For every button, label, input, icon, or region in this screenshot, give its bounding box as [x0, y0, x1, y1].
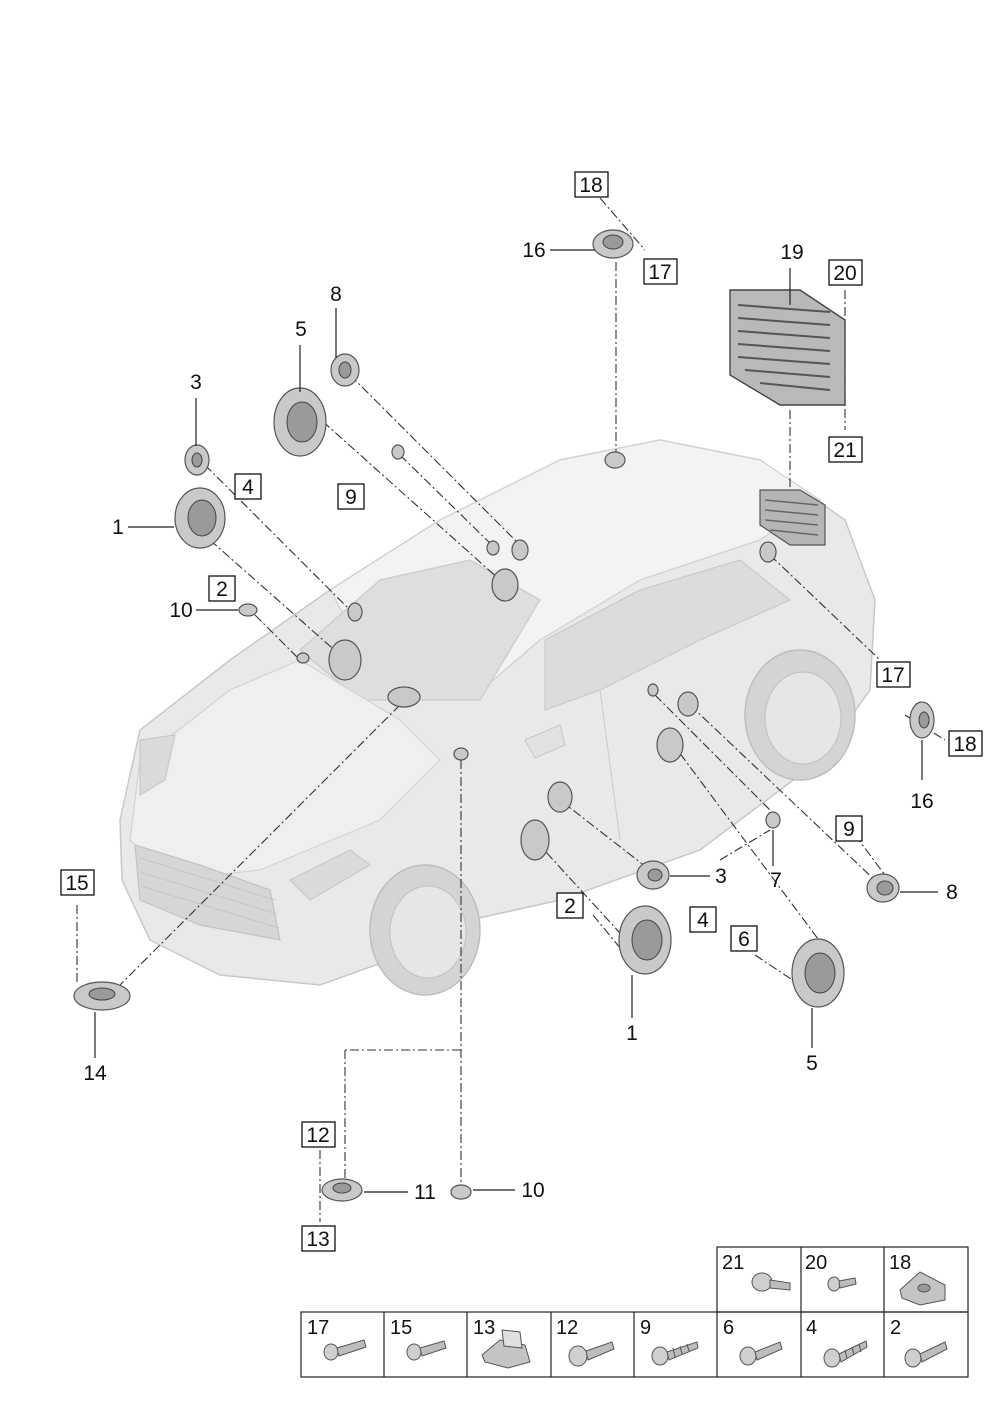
callout-18-top: 18 [579, 174, 602, 197]
callout-8-top: 8 [330, 283, 342, 306]
fastener-icon-2 [904, 1341, 948, 1368]
callout-9-right: 9 [843, 818, 855, 841]
fastener-label-13: 13 [473, 1317, 495, 1339]
fastener-label-15: 15 [390, 1317, 412, 1339]
fastener-icon-4 [823, 1340, 868, 1368]
callout-2-bottom: 2 [564, 895, 576, 918]
fastener-label-12: 12 [556, 1317, 578, 1339]
fastener-icon-6 [739, 1341, 783, 1366]
fastener-icon-21 [751, 1272, 791, 1292]
callout-10-bottom: 10 [521, 1179, 544, 1202]
fastener-icon-12 [568, 1341, 615, 1367]
callout-20: 20 [833, 262, 856, 285]
fastener-label-9: 9 [640, 1317, 651, 1339]
callout-7: 7 [770, 869, 782, 892]
callout-10-left: 10 [169, 599, 192, 622]
callout-17-top: 17 [648, 261, 671, 284]
fastener-label-6: 6 [723, 1317, 734, 1339]
callout-4-top: 4 [242, 476, 254, 499]
components [73, 229, 935, 1202]
callout-3-top: 3 [190, 371, 202, 394]
callout-16-right: 16 [910, 790, 933, 813]
callout-12: 12 [306, 1124, 329, 1147]
callout-11: 11 [414, 1181, 436, 1204]
callout-5-bottom: 5 [806, 1052, 818, 1075]
callout-14: 14 [83, 1062, 107, 1085]
fastener-icon-17 [323, 1339, 367, 1361]
fastener-icon-13 [481, 1329, 531, 1369]
callout-16-top: 16 [522, 239, 545, 262]
fastener-label-2: 2 [890, 1317, 901, 1339]
callout-19: 19 [780, 241, 803, 264]
callout-4-bottom: 4 [697, 909, 709, 932]
fastener-icon-18 [899, 1271, 946, 1306]
location-lines [76, 197, 946, 1222]
fastener-icon-15 [406, 1340, 447, 1361]
roof-speaker-16 [592, 229, 634, 259]
fastener-label-20: 20 [805, 1252, 827, 1274]
callout-15: 15 [65, 872, 88, 895]
callout-5-top: 5 [295, 318, 307, 341]
callout-21: 21 [833, 439, 856, 462]
leader-lines [94, 249, 938, 1193]
fastener-label-4: 4 [806, 1317, 817, 1339]
callout-3-right: 3 [715, 865, 727, 888]
callout-1-left: 1 [112, 516, 124, 539]
fastener-label-17: 17 [307, 1317, 329, 1339]
fastener-table: 21 20 18 17 15 13 12 9 6 4 2 [300, 1246, 969, 1378]
callout-13: 13 [306, 1228, 329, 1251]
callout-1-bottom: 1 [626, 1022, 638, 1045]
fastener-icon-9 [651, 1341, 699, 1366]
fastener-label-21: 21 [722, 1252, 744, 1274]
callout-6: 6 [738, 928, 750, 951]
callout-2-left: 2 [216, 578, 228, 601]
callouts: 18 16 17 19 20 21 8 5 3 4 9 1 2 10 17 18… [60, 171, 983, 1252]
amplifier-19 [729, 289, 846, 406]
callout-17-right: 17 [881, 664, 904, 687]
fastener-label-18: 18 [889, 1252, 911, 1274]
amplifier-installed [759, 489, 826, 546]
callout-8-right: 8 [946, 881, 958, 904]
fastener-icon-20 [827, 1276, 857, 1292]
callout-18-right: 18 [953, 733, 976, 756]
callout-9-top: 9 [345, 486, 357, 509]
